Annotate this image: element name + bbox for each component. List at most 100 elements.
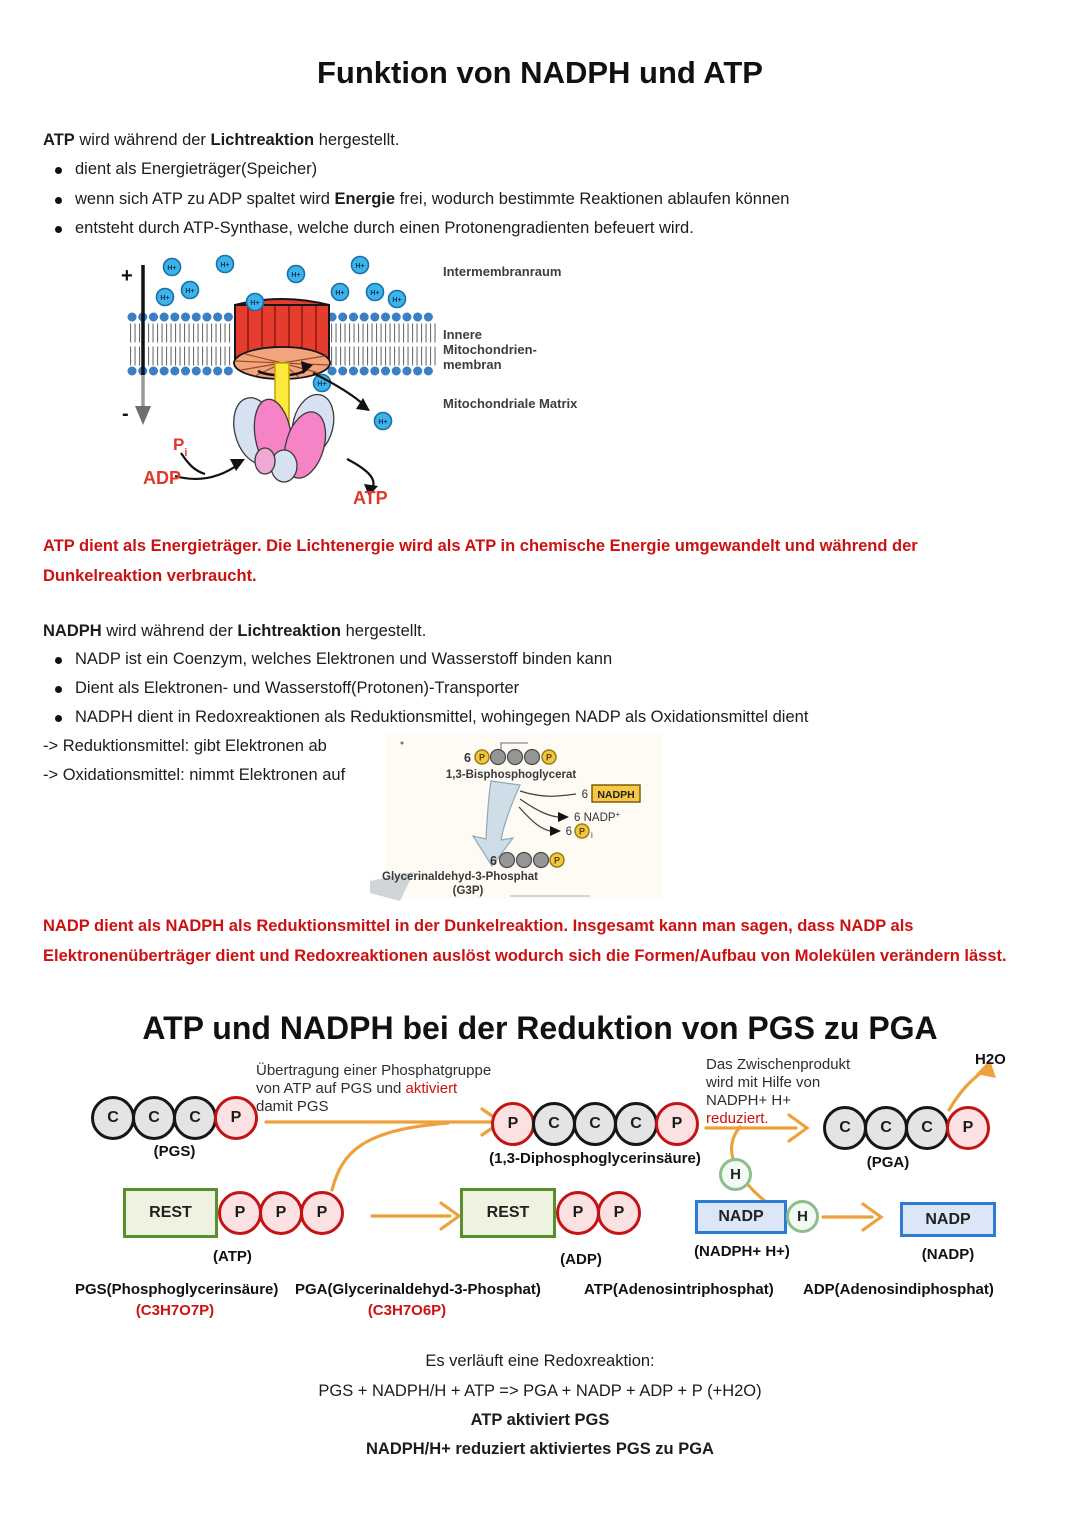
svg-text:6: 6: [464, 751, 471, 765]
atp-label: ATP: [353, 488, 388, 508]
annotation2-red-word: reduziert.: [706, 1110, 769, 1127]
redox-equation: PGS + NADPH/H + ATP => PGA + NADP + ADP …: [318, 1382, 762, 1400]
carbon-circle: C: [132, 1096, 176, 1140]
membrane-label-2: Mitochondrien-: [443, 342, 537, 357]
atp-intro-bold2: Lichtreaktion: [210, 131, 315, 149]
phosphate-circle: P: [597, 1191, 641, 1235]
nadph-intro-bold2: Lichtreaktion: [237, 622, 342, 640]
svg-text:P: P: [479, 753, 485, 763]
legend-atp: ATP(Adenosintriphosphat): [584, 1281, 774, 1298]
atp-synthase-figure: H+: [121, 254, 578, 508]
membrane-tails: [130, 323, 436, 366]
atp-activates-line: ATP aktiviert PGS: [470, 1411, 610, 1429]
atp-intro-text1: wird während der: [74, 131, 211, 149]
nadph-bullet-2: Dient als Elektronen- und Wasserstoff(Pr…: [55, 679, 1045, 698]
cropped-bracket: [500, 742, 528, 750]
atp-red-note: ATP dient als Energieträger. Die Lichten…: [43, 537, 918, 585]
membrane-headgroups: [127, 312, 440, 376]
dpg-label: (1,3-Diphosphoglycerinsäure): [489, 1150, 701, 1167]
legend-pgs: PGS(Phosphoglycerinsäure): [75, 1281, 279, 1298]
bpg-label: 1,3-Bisphosphoglycerat: [446, 769, 577, 781]
pgs-label: (PGS): [153, 1143, 196, 1160]
h2o-release-curve: [947, 1069, 985, 1112]
adp-phosphates: P P: [556, 1191, 641, 1235]
phosphate-circle: P: [259, 1191, 303, 1235]
gradient-arrow: + -: [121, 265, 151, 425]
nadph-cofactor: 6 NADPH: [582, 784, 641, 803]
carbon-circle: C: [91, 1096, 135, 1140]
svg-text:P: P: [554, 856, 560, 866]
pgs-formula: (C3H7O7P): [135, 1302, 215, 1319]
figure-background: [386, 733, 662, 899]
adp-group-label: (ADP): [560, 1251, 602, 1268]
annotation1-line3: damit PGS: [256, 1098, 329, 1115]
nadp-arrowhead: [558, 812, 569, 822]
g3p-figure: 6 P P 1,3-Bisphosphoglycerat 6 NADPH 6 N…: [370, 733, 662, 901]
phosphate-circle: P: [218, 1191, 262, 1235]
carbon-circle: C: [532, 1102, 576, 1146]
svg-text:6: 6: [490, 854, 497, 868]
svg-text:6: 6: [566, 826, 572, 838]
rotation-arrowhead: [301, 361, 313, 374]
oxidationsmittel-line: -> Oxidationsmittel: nimmt Elektronen au…: [43, 766, 346, 784]
phosphate-circle: P: [491, 1102, 535, 1146]
pga-formula: (C3H7O6P): [367, 1302, 447, 1319]
atp-bullet-2-pre: wenn sich ATP zu ADP spaltet wird: [75, 190, 335, 208]
intermembrane-label: Intermembranraum: [443, 264, 561, 279]
bpg-molecule: 6 P P 1,3-Bisphosphoglycerat: [446, 748, 577, 781]
hydrogen-circle: H: [786, 1200, 819, 1233]
pi-product: 6 P i: [566, 823, 593, 840]
hydrogen-circle: H: [719, 1158, 752, 1191]
pi-arrowhead: [550, 826, 561, 836]
carbon-circle: C: [864, 1106, 908, 1150]
nadph-group-label: (NADPH+ H+): [694, 1243, 790, 1260]
carbon-circle: C: [614, 1102, 658, 1146]
bullet-dot: [55, 226, 62, 233]
phosphate-circle: P: [946, 1106, 990, 1150]
bullet-dot: [55, 715, 62, 722]
membrane-label-3: membran: [443, 357, 502, 372]
atp-bullet-1-text: dient als Energieträger(Speicher): [75, 160, 318, 178]
bullet-dot: [55, 197, 62, 204]
reduction-arrow: [471, 780, 521, 868]
dpg-molecule: P C C C P: [491, 1102, 699, 1146]
section-title: ATP und NADPH bei der Reduktion von PGS …: [142, 1010, 938, 1046]
atp-bullet-3: entsteht durch ATP-Synthase, welche durc…: [55, 219, 1045, 238]
pga-molecule: C C C P: [823, 1106, 990, 1150]
phosphate-circle: P: [300, 1191, 344, 1235]
atp-intro-bold1: ATP: [43, 131, 75, 149]
bullet-dot: [55, 657, 62, 664]
figure-labels: Intermembranraum Innere Mitochondrien- m…: [443, 264, 578, 411]
phosphate-circle: P: [655, 1102, 699, 1146]
membrane-label-1: Innere: [443, 327, 482, 342]
page-title: Funktion von NADPH und ATP: [316, 55, 763, 90]
legend-pga: PGA(Glycerinaldehyd-3-Phosphat): [295, 1281, 541, 1298]
g3p-molecule: 6 P Glycerinaldehyd-3-Phosphat (G3P): [382, 851, 565, 897]
atp-bullet-1: dient als Energieträger(Speicher): [55, 160, 1045, 179]
atp-phosphate-transfer-curve: [330, 1121, 450, 1192]
nadph-intro-bold1: NADPH: [43, 622, 102, 640]
plus-sign: +: [121, 265, 133, 287]
minus-sign: -: [122, 403, 129, 425]
nadph-intro: NADPH wird während der Lichtreaktion her…: [43, 622, 426, 641]
annotation-reduction: Das Zwischenprodukt wird mit Hilfe von N…: [706, 1056, 886, 1128]
matrix-label: Mitochondriale Matrix: [443, 396, 578, 411]
bullet-dot: [55, 686, 62, 693]
carbon-circle: C: [823, 1106, 867, 1150]
adp-label: ADP: [143, 468, 181, 488]
atp-bullet-2: wenn sich ATP zu ADP spaltet wird Energi…: [55, 190, 1045, 209]
nadph-bullet-1: NADP ist ein Coenzym, welches Elektronen…: [55, 650, 1045, 669]
carbon-circle: C: [573, 1102, 617, 1146]
g3p-label: Glycerinaldehyd-3-Phosphat: [382, 871, 538, 883]
f1-head-front: [253, 398, 327, 483]
nadph-bullet-1-text: NADP ist ein Coenzym, welches Elektronen…: [75, 650, 613, 668]
nadph-bullet-2-text: Dient als Elektronen- und Wasserstoff(Pr…: [75, 679, 520, 697]
legend-adp: ADP(Adenosindiphosphat): [803, 1281, 994, 1298]
annotation1-red-word: aktiviert: [405, 1080, 458, 1097]
redox-intro-line: Es verläuft eine Redoxreaktion:: [425, 1352, 655, 1370]
reduktionsmittel-line: -> Reduktionsmittel: gibt Elektronen ab: [43, 737, 327, 755]
pgs-molecule: C C C P: [91, 1096, 258, 1140]
g3p-label-2: (G3P): [453, 885, 484, 897]
atp-bullet-2-bold: Energie: [334, 190, 396, 208]
